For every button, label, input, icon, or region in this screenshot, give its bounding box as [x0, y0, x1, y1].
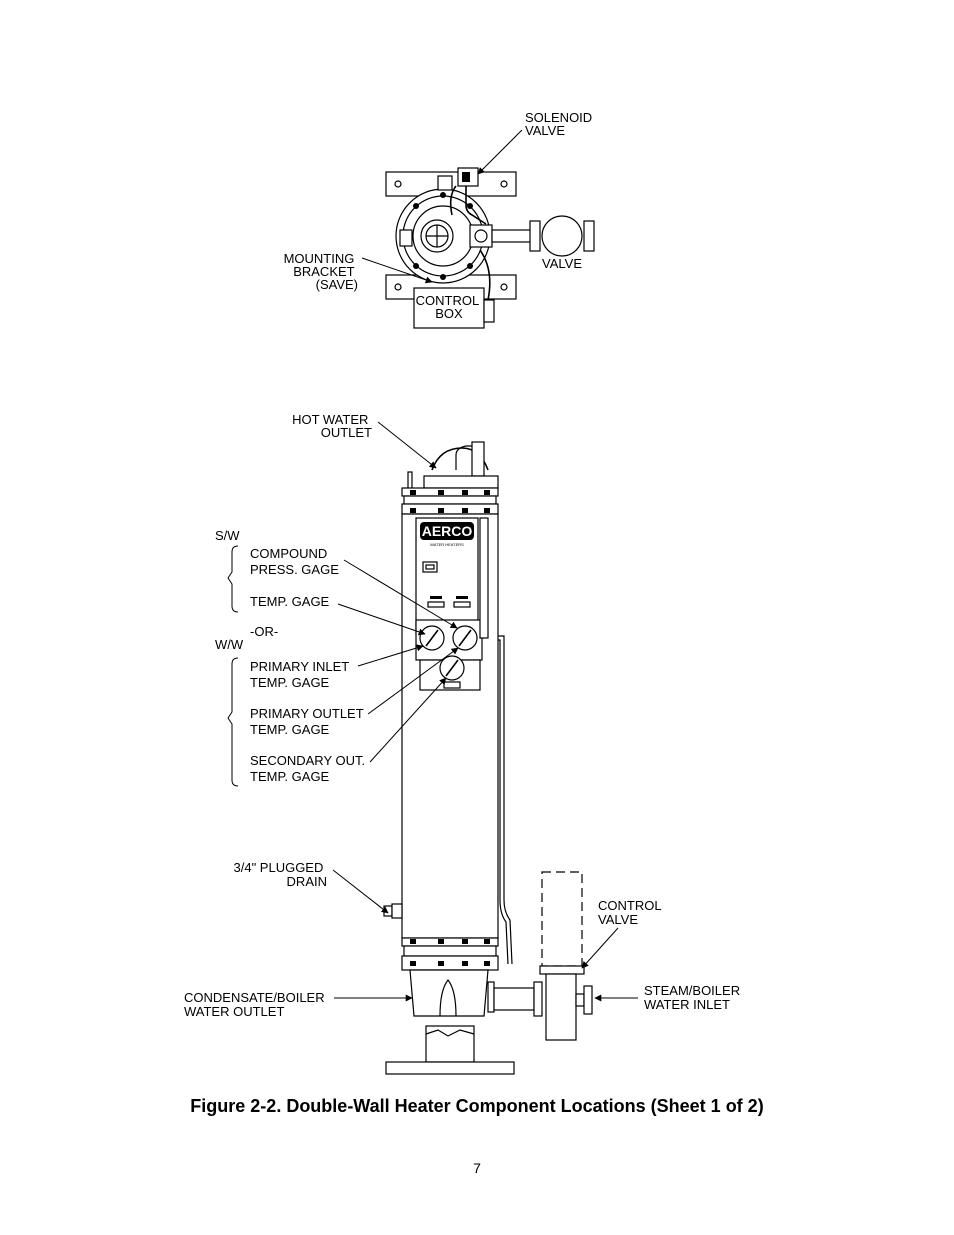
temp-gage-label: TEMP. GAGE: [250, 594, 330, 609]
plugged-drain: [391, 903, 403, 919]
primary-inlet-label: PRIMARY INLET TEMP. GAGE: [250, 659, 353, 690]
control-box-label: CONTROL BOX: [416, 293, 483, 321]
page-number: 7: [473, 1160, 481, 1176]
valve-body: [541, 215, 583, 257]
bottom-head: [409, 969, 489, 1017]
control-valve-outline: [541, 871, 583, 967]
hot-water-outlet-label: HOT WATER OUTLET: [292, 412, 372, 440]
valve-label: VALVE: [542, 256, 582, 271]
ww-brace: [227, 657, 239, 787]
secondary-out-label: SECONDARY OUT. TEMP. GAGE: [250, 753, 369, 784]
condensate-outlet-label: CONDENSATE/BOILER WATER OUTLET: [184, 990, 328, 1019]
side-view: AERCO WATER HEATERS: [383, 441, 593, 1075]
or-label: -OR-: [250, 624, 278, 639]
mounting-bracket-label: MOUNTING BRACKET (SAVE): [284, 251, 358, 292]
aerco-logo-text: AERCO: [422, 523, 473, 539]
control-valve-label: CONTROL VALVE: [598, 898, 665, 927]
base-stand: [385, 1061, 515, 1075]
figure-caption: Figure 2-2. Double-Wall Heater Component…: [190, 1096, 764, 1116]
control-box: [413, 287, 485, 329]
side-view-labels: HOT WATER OUTLET S/W COMPOUND PRESS. GAG…: [184, 412, 744, 1019]
aerco-logo: [420, 522, 474, 540]
top-view-labels: SOLENOID VALVE MOUNTING BRACKET (SAVE) V…: [284, 110, 596, 321]
aerco-logo-subtext: WATER HEATERS: [430, 542, 464, 547]
sw-label: S/W: [215, 528, 240, 543]
steam-inlet-label: STEAM/BOILER WATER INLET: [644, 983, 744, 1012]
steam-inlet-flange: [583, 985, 593, 1015]
primary-outlet-label: PRIMARY OUTLET TEMP. GAGE: [250, 706, 367, 737]
compound-gage-label: COMPOUND PRESS. GAGE: [250, 546, 339, 577]
plugged-drain-label: 3/4" PLUGGED DRAIN: [234, 860, 328, 889]
solenoid-valve-label: SOLENOID VALVE: [525, 110, 596, 138]
sw-brace: [227, 545, 239, 613]
ww-label: W/W: [215, 637, 244, 652]
top-view: [385, 167, 595, 329]
control-valve-body: [545, 973, 577, 1041]
